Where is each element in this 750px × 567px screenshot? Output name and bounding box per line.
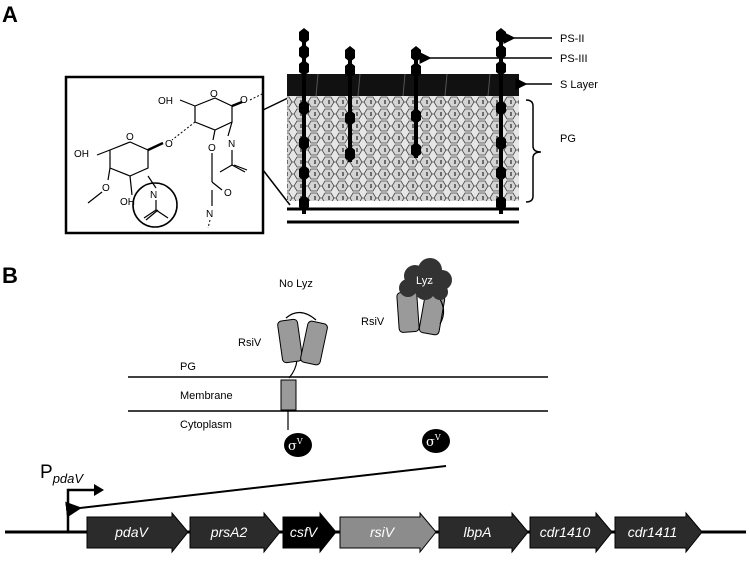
- gene-label-pdav: pdaV: [114, 524, 149, 540]
- chem-o-carbonyl: O: [224, 188, 232, 199]
- gene-arrow-pdav: [86, 511, 189, 554]
- chem-n-circled: N: [150, 190, 157, 201]
- label-lyz: Lyz: [416, 275, 433, 287]
- gene-arrow-cdr1411: [614, 511, 703, 554]
- chem-oh-2: OH: [74, 149, 89, 160]
- gene-label-cdr1411: cdr1411: [628, 524, 678, 540]
- label-ps-ii: PS-II: [560, 33, 584, 45]
- gene-arrow-lbpa: [438, 511, 529, 554]
- rsiv-transmembrane: [280, 379, 297, 411]
- gene-arrow-cdr1410: [529, 511, 613, 554]
- label-ps-iii: PS-III: [560, 53, 588, 65]
- gene-label-prsa2: prsA2: [210, 524, 248, 540]
- inset-box: [64, 75, 265, 235]
- label-no-lyz: No Lyz: [279, 278, 313, 290]
- label-layer-cytoplasm: Cytoplasm: [180, 419, 232, 431]
- rsiv-protein-right: RsiV Lyz: [361, 258, 452, 336]
- label-s-layer: S Layer: [560, 79, 598, 91]
- rsiv-protein-left: RsiV σV: [238, 311, 328, 457]
- label-layer-membrane: Membrane: [180, 390, 233, 402]
- sigma-v-free: [422, 429, 450, 453]
- label-rsiv-right: RsiV: [361, 316, 385, 328]
- chem-oh-1: OH: [158, 96, 173, 107]
- chem-oh-3: OH: [120, 197, 135, 208]
- chem-o-ring-2: O: [126, 132, 134, 143]
- sigma-to-promoter-arrow: [65, 465, 447, 518]
- chem-o-ring-1: O: [210, 89, 218, 100]
- gene-label-rsiv: rsiV: [370, 524, 396, 540]
- gene-label-lbpa: lbpA: [463, 524, 491, 540]
- gene-label-csfv: csfV: [290, 524, 319, 540]
- ps-ii-chain-left: [299, 28, 309, 214]
- zoom-line-bottom: [262, 169, 291, 206]
- sigma-v-bound: [284, 433, 312, 457]
- circled-amine: [132, 182, 178, 228]
- gene-label-cdr1410: cdr1410: [540, 524, 591, 540]
- chem-o-linkage: O: [165, 139, 173, 150]
- gene-arrow-prsa2: [189, 511, 281, 554]
- ps-iii-chain-2: [411, 46, 421, 158]
- peptidoglycan-mesh: [287, 96, 519, 201]
- promoter-label: PpdaV: [40, 462, 84, 486]
- promoter-arrowhead: [94, 484, 104, 496]
- s-layer-band: [287, 74, 519, 96]
- zoom-line-top: [262, 96, 291, 111]
- operon-genes: pdaV prsA2 csfV rsiV lbpA cdr1410 cdr1411: [86, 511, 703, 554]
- chem-o-link-top: O: [240, 95, 248, 106]
- chem-n-1: N: [228, 139, 235, 150]
- chem-n-2: N: [206, 209, 213, 220]
- glycan-structure-inset: OH O O N O O O N O OH O OH N: [64, 75, 265, 235]
- sigma-v-free-label: σV: [426, 433, 441, 450]
- ps-iii-chain-1: [345, 46, 355, 162]
- label-rsiv-left: RsiV: [238, 337, 262, 349]
- gene-arrow-csfv: [282, 511, 337, 554]
- panel-b-letter: B: [2, 263, 18, 288]
- ps-ii-chain-right: [496, 28, 506, 214]
- gene-arrow-rsiv: [339, 511, 437, 554]
- chem-o-3: O: [208, 143, 216, 154]
- panel-a-letter: A: [2, 2, 18, 27]
- chem-o-methoxy: O: [102, 183, 110, 194]
- label-layer-pg: PG: [180, 361, 196, 373]
- label-pg: PG: [560, 133, 576, 145]
- sigma-v-bound-label: σV: [288, 437, 303, 454]
- lyz-protein: Lyz: [399, 258, 452, 300]
- promoter-bent-arrow: [66, 488, 96, 532]
- pg-bracket: [525, 99, 542, 203]
- cell-wall-schematic: [287, 28, 519, 224]
